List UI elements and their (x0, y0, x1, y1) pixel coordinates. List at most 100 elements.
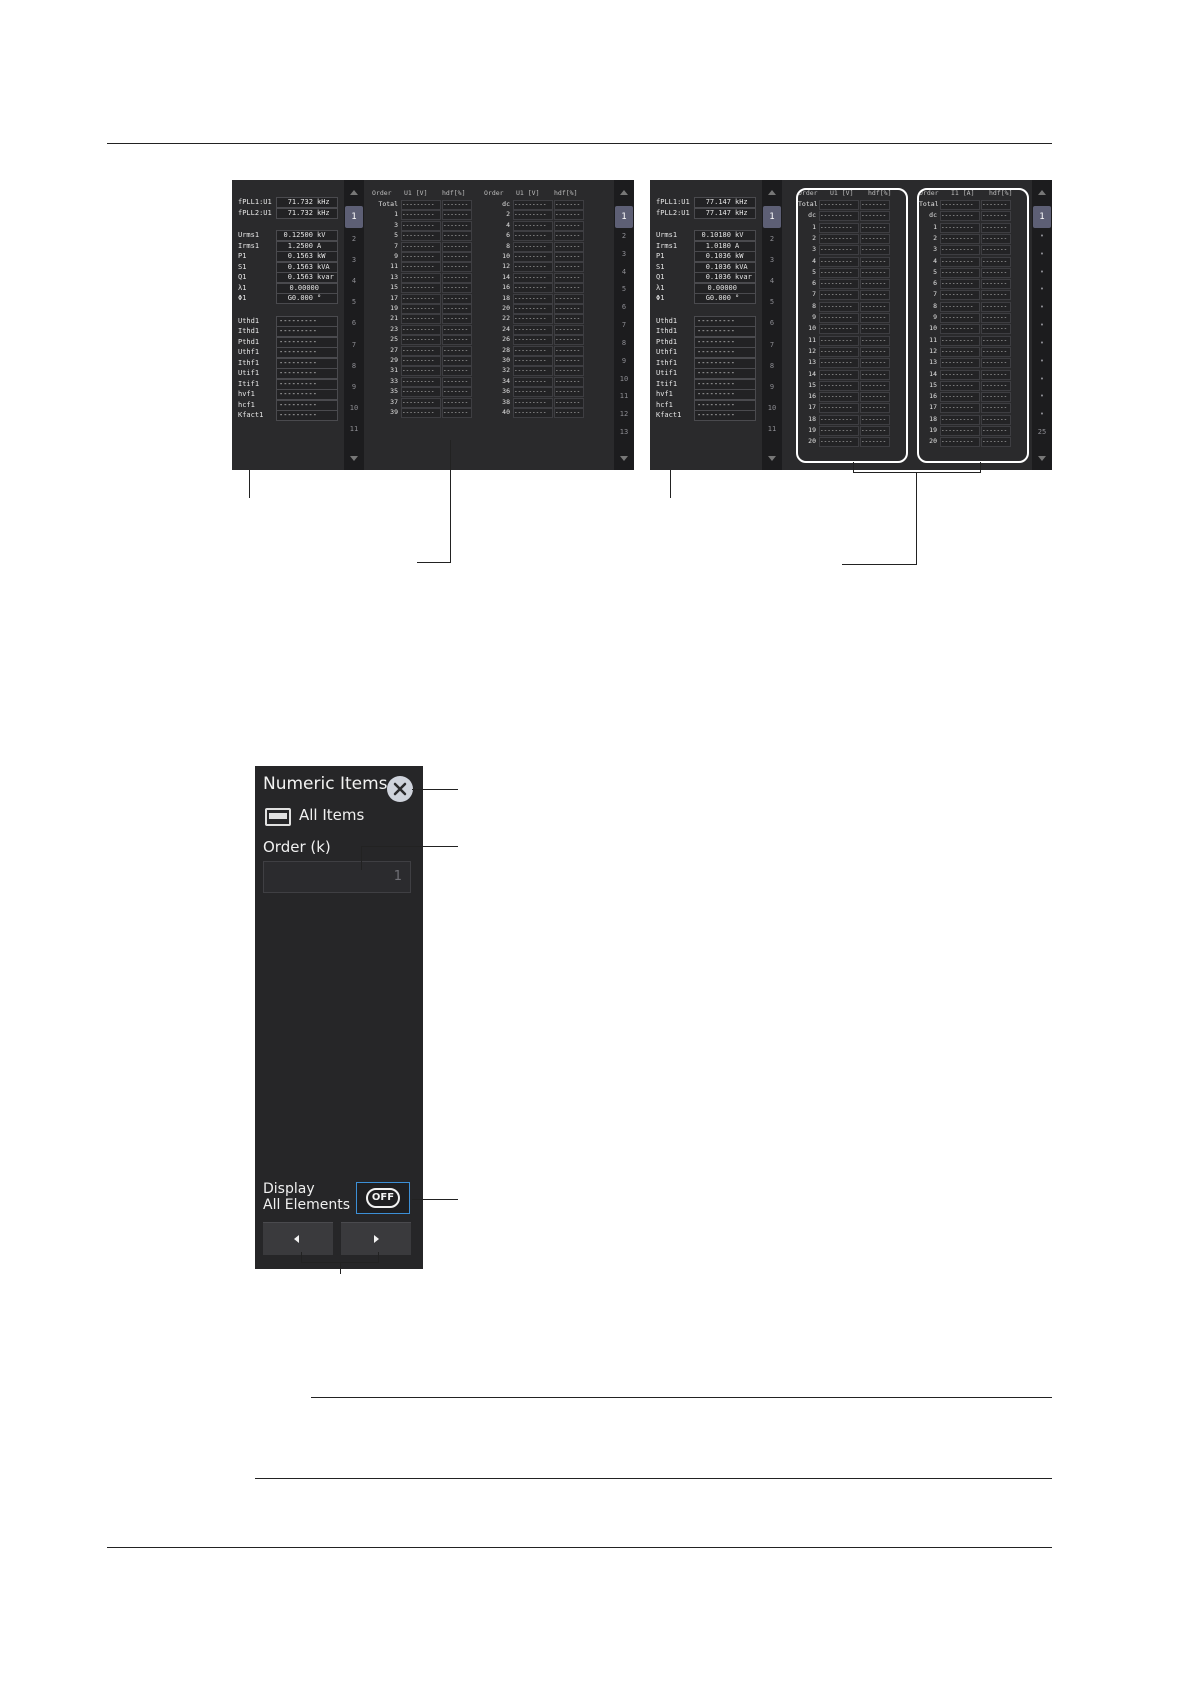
meas-value: 71.732 (287, 198, 313, 206)
page-tab[interactable]: 12 (619, 410, 629, 419)
scroll-down-icon[interactable] (768, 456, 776, 461)
page-tab[interactable]: 5 (769, 298, 775, 307)
page-tab[interactable]: • (1039, 231, 1045, 240)
page-tab[interactable]: 6 (351, 319, 357, 328)
page-tab[interactable]: 9 (621, 356, 627, 365)
page-tab[interactable]: 11 (767, 424, 777, 433)
page-tab[interactable]: • (1039, 267, 1045, 276)
page-scroll-right[interactable]: 1 • • • • • • • • • • • 25 (1032, 180, 1052, 470)
dash-text: ------- (982, 381, 1008, 389)
note-rule-bottom (255, 1478, 1052, 1479)
page-tab[interactable]: 4 (769, 277, 775, 286)
next-page-button[interactable] (341, 1222, 411, 1255)
dash-text: ------- (555, 284, 581, 292)
hdf-value: ------- (554, 356, 584, 366)
meas-unit: A (317, 241, 322, 250)
page-tab[interactable]: 6 (621, 303, 627, 312)
scroll-up-icon[interactable] (768, 190, 776, 195)
page-scroll-left[interactable]: 1 2 3 4 5 6 7 8 9 10 11 (762, 180, 782, 470)
hdf-value: ------- (860, 380, 890, 391)
page-tab[interactable]: 8 (351, 361, 357, 370)
dash-text: ------- (861, 427, 887, 434)
page-tab[interactable]: • (1039, 303, 1045, 312)
meas-unit: kV (735, 231, 744, 239)
harmonic-value: --------- (513, 408, 553, 418)
page-tab[interactable]: • (1039, 374, 1045, 383)
meas-value-box: --------- (694, 357, 756, 369)
display-all-toggle[interactable]: OFF (356, 1182, 410, 1214)
page-tab[interactable]: 10 (767, 403, 777, 412)
page-tab-selected[interactable]: 1 (763, 206, 781, 228)
page-tab[interactable]: 3 (769, 256, 775, 265)
page-tab[interactable]: • (1039, 392, 1045, 401)
page-tab-selected[interactable]: 1 (345, 206, 363, 228)
all-items-checkbox[interactable] (265, 808, 291, 826)
page-tab[interactable]: 5 (621, 285, 627, 294)
page-tab[interactable]: 3 (621, 249, 627, 258)
meas-label: Uthf1 (238, 348, 260, 356)
page-scroll-left[interactable]: 1 2 3 4 5 6 7 8 9 10 11 (344, 180, 364, 470)
harmonic-value: --------- (940, 380, 980, 391)
order-input[interactable]: 1 (263, 861, 411, 893)
prev-page-button[interactable] (263, 1222, 333, 1255)
page-tab[interactable]: • (1039, 249, 1045, 258)
page-tab[interactable]: 10 (349, 403, 359, 412)
page-tab[interactable]: 3 (351, 256, 357, 265)
order-cell: 6 (506, 231, 510, 240)
page-tab[interactable]: 8 (621, 338, 627, 347)
page-tab[interactable]: 2 (621, 231, 627, 240)
page-tab[interactable]: 6 (769, 319, 775, 328)
harmonic-value: --------- (819, 426, 859, 436)
scroll-down-icon[interactable] (350, 456, 358, 461)
page-tab[interactable]: 7 (351, 340, 357, 349)
page-tab[interactable]: 2 (769, 235, 775, 244)
dash-text: ------- (555, 357, 581, 364)
order-cell: 11 (390, 262, 398, 271)
page-tab[interactable]: 4 (351, 277, 357, 286)
page-tab[interactable]: 13 (619, 428, 629, 437)
order-cell: 16 (808, 392, 816, 401)
page-tab[interactable]: 11 (349, 424, 359, 433)
scroll-up-icon[interactable] (350, 190, 358, 195)
page-tab[interactable]: 5 (351, 298, 357, 307)
dash-text: ------- (982, 302, 1008, 310)
page-tab[interactable]: 7 (769, 340, 775, 349)
harmonic-value: --------- (513, 324, 553, 335)
page-tab[interactable]: 9 (769, 382, 775, 391)
page-tab[interactable]: 10 (619, 374, 629, 383)
scroll-down-icon[interactable] (620, 456, 628, 461)
page-tab[interactable]: 7 (621, 321, 627, 330)
harmonic-value: --------- (401, 376, 441, 387)
meas-value: --------- (697, 316, 735, 325)
page-tab[interactable]: • (1039, 285, 1045, 294)
order-cell: 3 (394, 220, 398, 229)
page-tab[interactable]: 4 (621, 267, 627, 276)
page-tab[interactable]: 8 (769, 361, 775, 370)
page-tab[interactable]: • (1039, 356, 1045, 365)
hdf-value: ------- (442, 252, 472, 262)
hdf-value: ------- (554, 397, 584, 408)
page-tab[interactable]: 25 (1037, 428, 1047, 437)
page-tab[interactable]: • (1039, 321, 1045, 330)
page-tab[interactable]: • (1039, 410, 1045, 419)
order-cell: 18 (929, 414, 937, 423)
harmonic-value: --------- (401, 304, 441, 314)
dash-text: --------- (402, 346, 435, 354)
dash-text: ------- (555, 253, 581, 260)
dash-text: ------- (982, 370, 1008, 378)
scroll-down-icon[interactable] (1038, 456, 1046, 461)
scroll-up-icon[interactable] (1038, 190, 1046, 195)
dash-text: ------- (443, 294, 469, 302)
close-button[interactable] (387, 776, 413, 802)
page-tab-selected[interactable]: 1 (1033, 206, 1051, 228)
page-tab[interactable]: • (1039, 338, 1045, 347)
page-tab-selected[interactable]: 1 (615, 206, 633, 228)
page-tab[interactable]: 2 (351, 235, 357, 244)
callout-line (450, 440, 451, 562)
order-cell: 2 (506, 210, 510, 219)
page-tab[interactable]: 11 (619, 392, 629, 401)
scroll-up-icon[interactable] (620, 190, 628, 195)
page-tab[interactable]: 9 (351, 382, 357, 391)
